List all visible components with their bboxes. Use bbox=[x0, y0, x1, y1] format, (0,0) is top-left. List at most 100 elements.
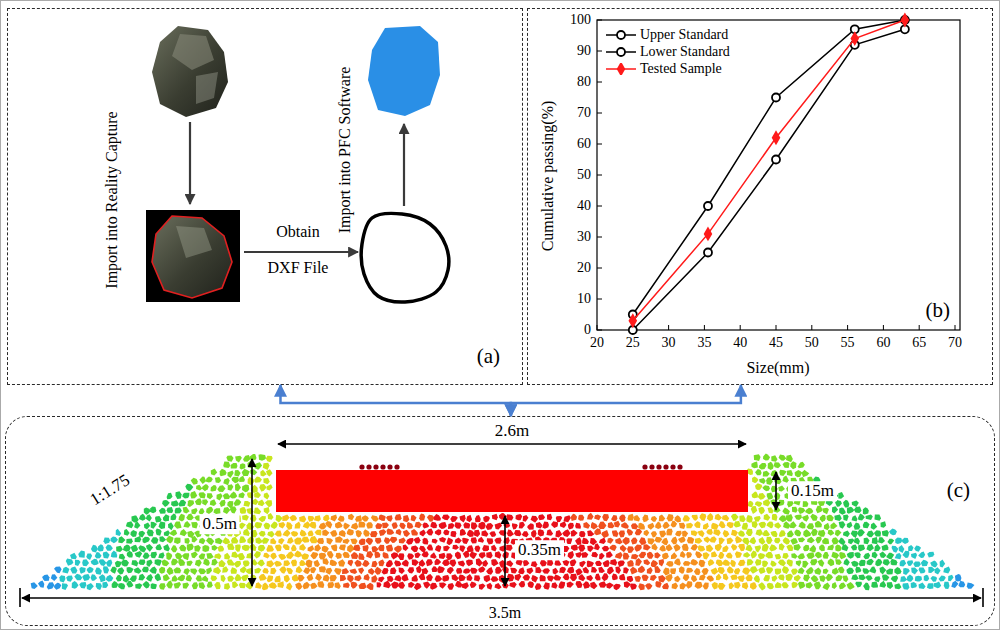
particle bbox=[195, 498, 202, 505]
particle bbox=[835, 530, 842, 537]
particle bbox=[631, 523, 638, 529]
particle bbox=[798, 462, 805, 469]
panel: (b) bbox=[527, 8, 993, 385]
particle bbox=[779, 454, 787, 460]
tick-label: 70 bbox=[577, 105, 591, 121]
particle bbox=[719, 521, 726, 528]
particle bbox=[308, 516, 314, 522]
particle bbox=[838, 538, 845, 546]
panel-label: (c) bbox=[947, 479, 970, 502]
particle bbox=[194, 545, 201, 552]
particle bbox=[171, 545, 178, 552]
particle bbox=[887, 582, 893, 589]
particle bbox=[871, 522, 878, 529]
dimension-tick bbox=[19, 588, 21, 607]
particle bbox=[171, 575, 178, 582]
particle bbox=[703, 552, 710, 559]
particle bbox=[286, 551, 294, 559]
particle bbox=[792, 582, 798, 589]
tick-label: 20 bbox=[577, 260, 591, 276]
particle bbox=[914, 546, 921, 552]
particle bbox=[686, 523, 693, 529]
particle bbox=[212, 545, 219, 551]
particle bbox=[547, 559, 553, 566]
particle bbox=[463, 551, 470, 558]
particle bbox=[802, 561, 808, 568]
particle bbox=[169, 530, 177, 536]
particle bbox=[927, 583, 933, 589]
particle bbox=[874, 514, 881, 520]
particle bbox=[754, 516, 761, 522]
particle bbox=[478, 537, 484, 543]
particle bbox=[806, 567, 814, 575]
particle bbox=[902, 551, 909, 558]
particle bbox=[836, 575, 843, 581]
particle bbox=[314, 544, 321, 552]
particle bbox=[863, 507, 869, 514]
particle bbox=[130, 530, 137, 537]
particle bbox=[722, 515, 729, 522]
particle bbox=[700, 513, 707, 521]
tick-label: 40 bbox=[733, 335, 747, 351]
particle-assembly bbox=[31, 453, 975, 590]
particle bbox=[587, 530, 594, 536]
particle bbox=[803, 575, 809, 582]
particle bbox=[162, 500, 170, 507]
particle bbox=[494, 538, 501, 544]
particle bbox=[402, 560, 409, 567]
dimension-tick bbox=[982, 588, 984, 607]
particle bbox=[239, 476, 245, 482]
data-marker bbox=[617, 31, 625, 39]
particle bbox=[551, 521, 558, 528]
particle bbox=[163, 514, 170, 521]
particle bbox=[437, 566, 445, 573]
particle bbox=[591, 567, 597, 573]
particle bbox=[819, 575, 826, 582]
particle bbox=[913, 561, 921, 567]
particle bbox=[74, 574, 82, 581]
particle bbox=[419, 513, 425, 520]
particle bbox=[422, 538, 428, 545]
particle bbox=[442, 514, 450, 520]
particle bbox=[867, 559, 874, 566]
tick-mark bbox=[668, 325, 669, 330]
particle bbox=[903, 568, 910, 575]
dimension-line bbox=[775, 472, 777, 510]
particle bbox=[586, 575, 593, 581]
particle bbox=[213, 508, 220, 514]
particle bbox=[379, 515, 386, 522]
particle bbox=[350, 538, 357, 544]
particle bbox=[267, 531, 274, 537]
particle bbox=[778, 560, 786, 567]
particle bbox=[471, 537, 477, 543]
chart-legend: Upper StandardLower StandardTested Sampl… bbox=[606, 26, 730, 77]
particle bbox=[206, 507, 213, 514]
particle bbox=[466, 515, 472, 522]
particle bbox=[832, 568, 839, 575]
particle bbox=[403, 515, 409, 522]
rock-facet bbox=[196, 72, 218, 104]
particle bbox=[866, 514, 873, 520]
particle bbox=[131, 515, 138, 522]
particle bbox=[143, 553, 150, 560]
particle bbox=[389, 537, 397, 543]
particle bbox=[667, 514, 674, 521]
step-label: Obtain DXF File bbox=[262, 214, 334, 286]
particle bbox=[666, 544, 673, 551]
particle bbox=[582, 567, 589, 574]
particle bbox=[310, 567, 316, 573]
particle bbox=[403, 544, 409, 551]
particle bbox=[185, 538, 190, 544]
particle bbox=[786, 455, 793, 462]
particle bbox=[694, 521, 700, 528]
particle bbox=[392, 522, 398, 529]
particle bbox=[742, 523, 748, 530]
particle bbox=[167, 567, 174, 575]
particle bbox=[430, 583, 437, 590]
particle bbox=[106, 545, 113, 551]
particle bbox=[900, 576, 907, 582]
particle bbox=[299, 560, 306, 566]
particle bbox=[694, 568, 700, 575]
particle bbox=[474, 530, 481, 537]
particle bbox=[782, 508, 790, 515]
